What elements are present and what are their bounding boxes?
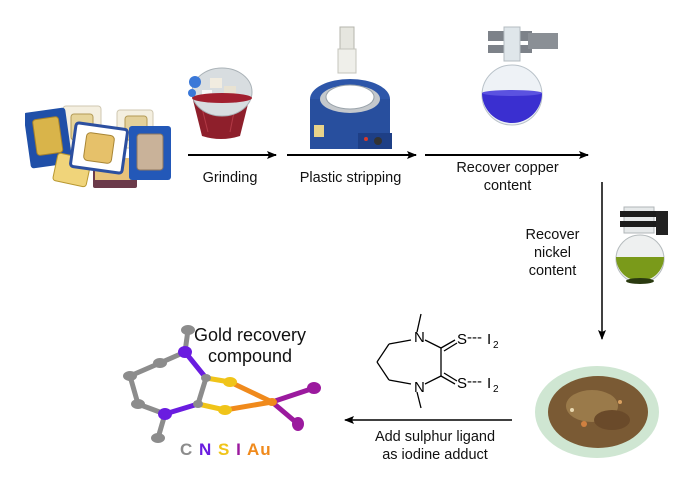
legend-sulfur: S [218, 440, 231, 459]
sim-card [69, 121, 129, 175]
ligand-dots-1: --- [467, 329, 482, 346]
product-title: Gold recovery compound [190, 325, 310, 367]
label-grinding: Grinding [202, 170, 258, 186]
atom-nitrogen [178, 346, 192, 358]
ligand-atom-s1: S [457, 331, 467, 348]
product-title-line1: Gold recovery [193, 325, 307, 345]
atom-nitrogen [158, 408, 172, 420]
legend-gold: Au [246, 440, 272, 459]
label-plastic-stripping: Plastic stripping [299, 170, 402, 186]
legend-nitrogen: N [199, 440, 213, 459]
legend-carbon: C [180, 440, 194, 459]
label-recover-nickel: Recover nickel content [515, 226, 590, 280]
ligand-atom-n2: N [414, 379, 425, 396]
atom-carbon [181, 325, 195, 335]
atom-carbon [201, 374, 211, 382]
atom-carbon [131, 399, 145, 409]
atom-iodine [307, 382, 321, 394]
label-recover-copper-line2: content [483, 178, 532, 194]
ligand-iodine-1: I [487, 331, 491, 348]
sim-cards-image [25, 105, 171, 188]
atom-iodine [292, 417, 304, 431]
ligand-iodine-2-subscript: 2 [493, 384, 499, 395]
ligand-atom-n1: N [414, 329, 425, 346]
heating-mantle-image [310, 26, 392, 149]
label-add-ligand: Add sulphur ligand as iodine adduct [355, 428, 515, 464]
ligand-atom-s2: S [457, 375, 467, 392]
legend-iodine: I [236, 440, 242, 459]
nickel-flask-image [615, 206, 668, 284]
atom-sulfur [223, 377, 237, 387]
atom-carbon [193, 400, 203, 408]
label-recover-copper-line1: Recover copper [456, 160, 559, 176]
label-recover-nickel-line1: Recover [525, 227, 580, 243]
gold-compound-model [123, 325, 321, 443]
atom-gold [267, 398, 277, 406]
gold-residue-dish-image [535, 366, 659, 458]
copper-flask-image [481, 26, 558, 126]
label-recover-copper: Recover copper content [430, 159, 585, 195]
ligand-iodine-1-subscript: 2 [493, 340, 499, 351]
atom-legend: C N S I Au [180, 440, 272, 460]
grinder-image [188, 67, 253, 139]
label-recover-nickel-line2: nickel [533, 245, 572, 261]
label-add-ligand-line2: as iodine adduct [382, 447, 488, 463]
label-add-ligand-line1: Add sulphur ligand [374, 429, 496, 445]
ligand-structure: N N S --- I 2 S --- I 2 [376, 313, 499, 409]
atom-carbon [153, 358, 167, 368]
product-title-line2: compound [207, 346, 293, 366]
sim-card [129, 126, 171, 180]
atom-sulfur [218, 405, 232, 415]
ligand-iodine-2: I [487, 375, 491, 392]
atom-carbon [123, 371, 137, 381]
ligand-dots-2: --- [467, 373, 482, 390]
label-recover-nickel-line3: content [528, 263, 577, 279]
atom-carbon [151, 433, 165, 443]
